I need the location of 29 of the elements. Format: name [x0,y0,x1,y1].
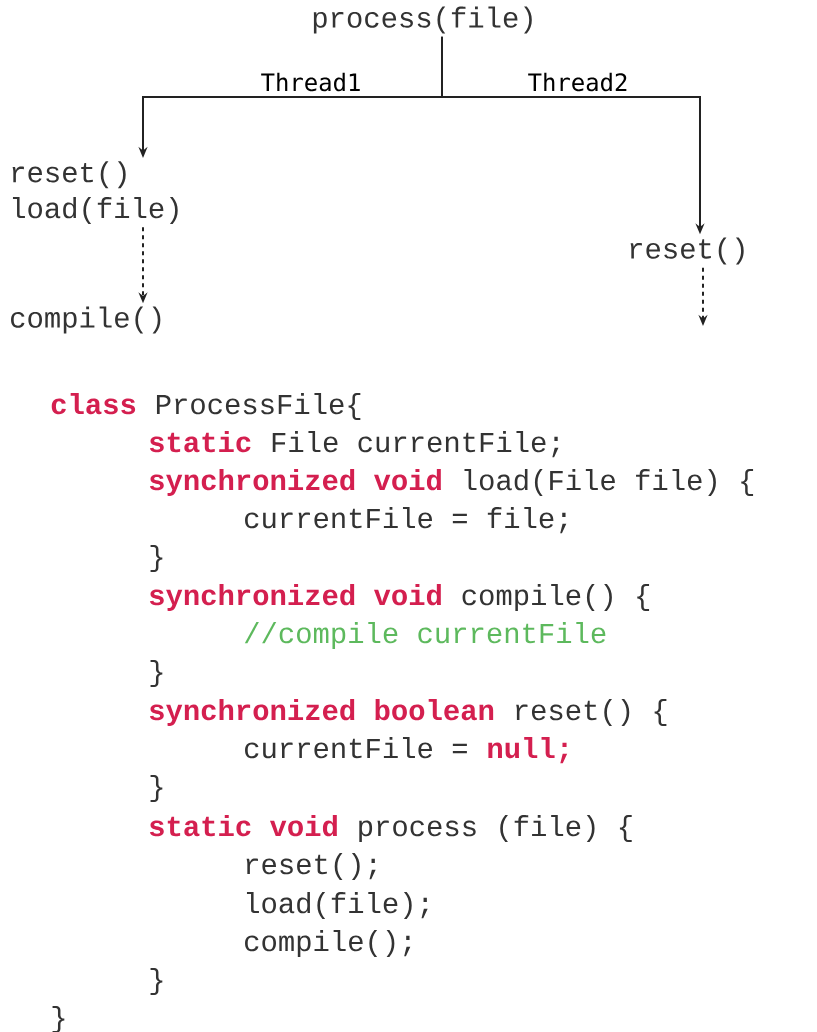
code-text: compile(); [245,930,411,957]
code-text: } [150,660,163,687]
code-call: compile() [11,306,161,334]
code-comment: //compile currentFile [244,622,606,649]
edge-label: Thread2 [528,72,627,92]
keyword: synchronized boolean [149,699,494,726]
code-text: reset() { [516,699,667,726]
code-text: } [150,968,163,995]
code-text: load(File file) { [464,469,754,496]
keyword: synchronized void [149,584,441,611]
keyword: class [51,393,136,415]
code-text: reset(); [246,853,376,880]
code-text: File currentFile; [272,431,559,458]
code-call: reset() load(file) [12,161,178,224]
keyword: synchronized void [149,469,441,496]
code-text: process (file) { [359,815,632,842]
keyword: null; [488,737,568,764]
edge-label: Thread1 [261,72,360,92]
code-text: } [150,775,163,802]
keyword: static [149,431,251,453]
keyword: static void [149,815,337,837]
code-text: load(file); [246,892,428,919]
code-text: compile() { [462,584,650,611]
code-text: } [150,545,163,572]
code-call: process(file) [313,6,532,34]
code-call: reset() [630,237,744,265]
code-text: currentFile = file; [245,507,567,534]
code-text: currentFile = [245,737,467,759]
code-text: ProcessFile{ [156,393,361,420]
